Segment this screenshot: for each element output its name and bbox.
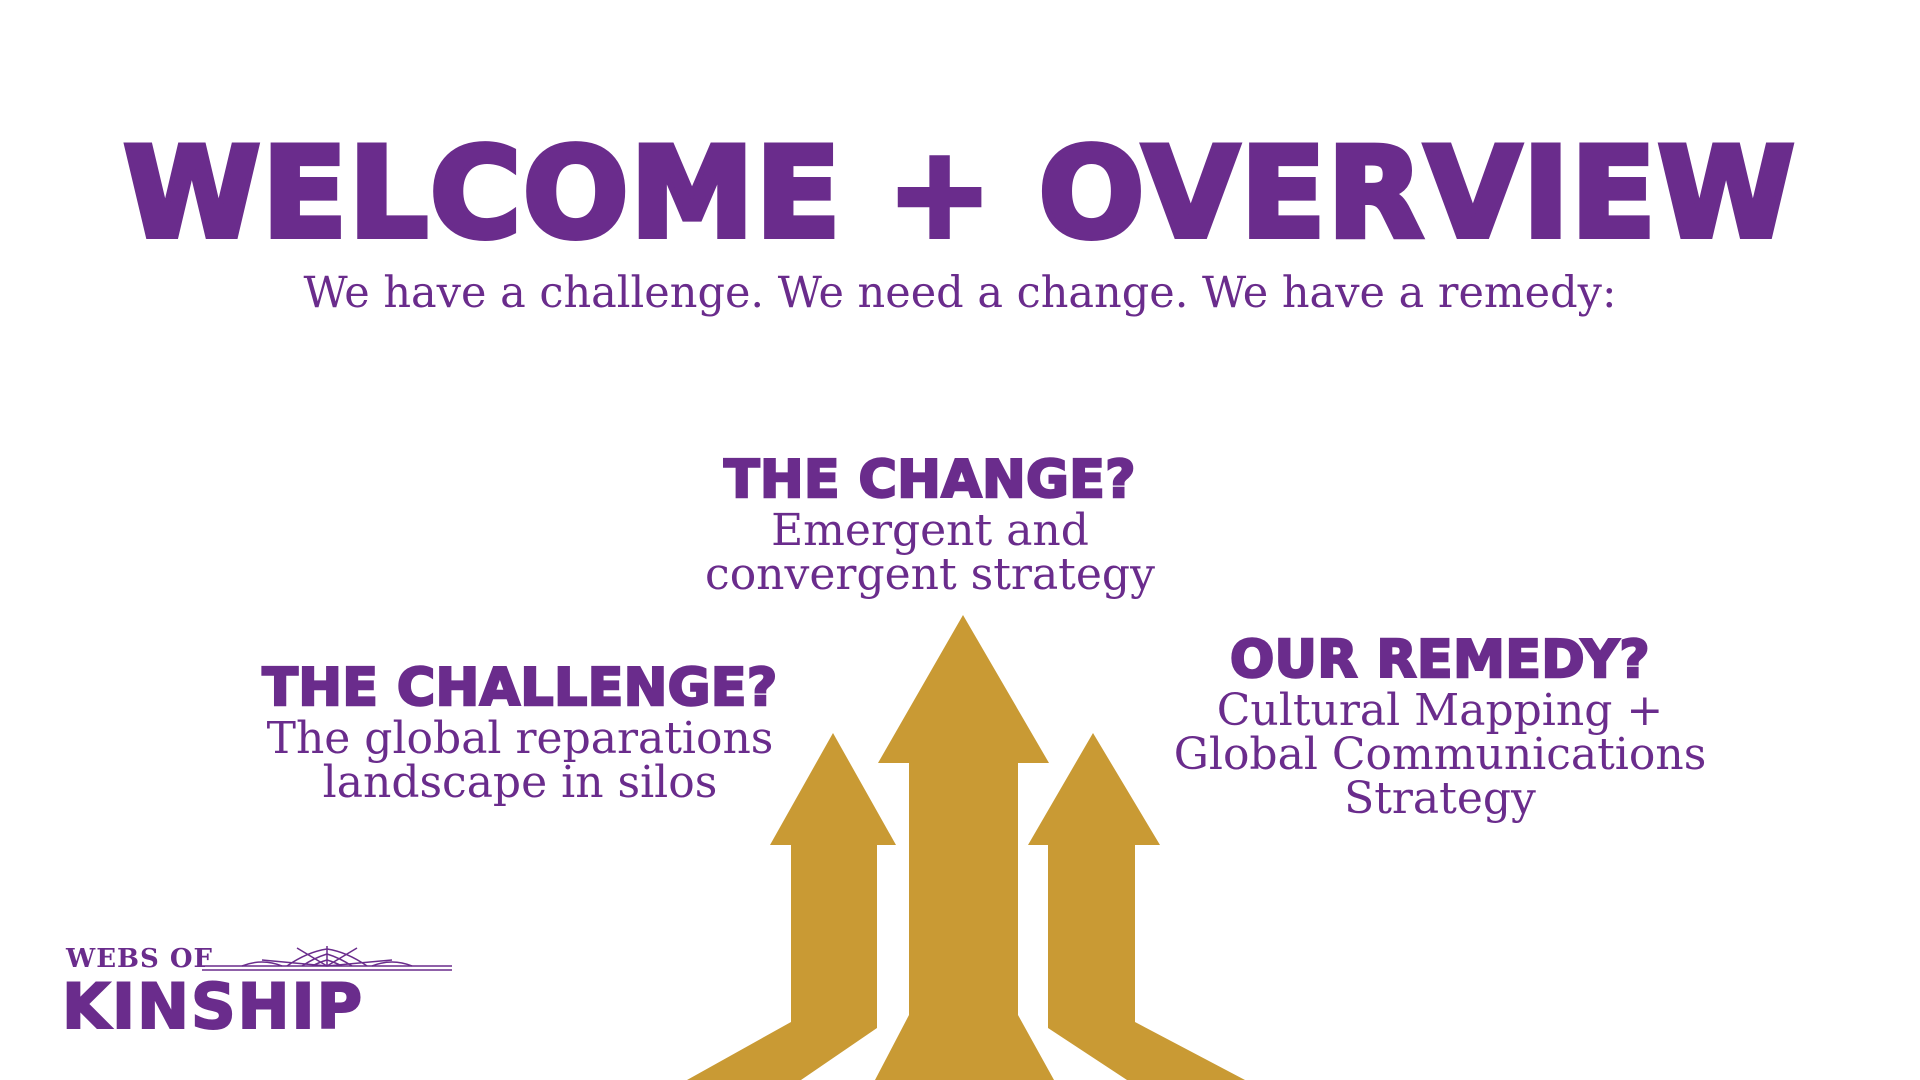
remedy-block: OUR REMEDY? Cultural Mapping + Global Co… [1150, 630, 1730, 825]
remedy-heading: OUR REMEDY? [1229, 630, 1651, 690]
challenge-heading: THE CHALLENGE? [261, 658, 778, 718]
slide-subtitle: We have a challenge. We need a change. W… [303, 268, 1617, 318]
logo-line1: WEBS OF [66, 944, 213, 974]
change-block: THE CHANGE? Emergent and convergent stra… [620, 450, 1240, 601]
logo-line2: KINSHIP [61, 970, 365, 1043]
change-body: Emergent and convergent strategy [705, 505, 1155, 601]
left-arrow-shape [687, 733, 896, 1080]
spider-web-icon [202, 946, 452, 971]
slide-title: WELCOME + OVERVIEW [120, 122, 1797, 266]
challenge-body: The global reparations landscape in silo… [266, 713, 774, 809]
change-heading: THE CHANGE? [723, 450, 1137, 510]
webs-of-kinship-logo: WEBS OF KINSHIP [61, 944, 452, 1046]
right-arrow-shape [1028, 733, 1245, 1080]
remedy-body: Cultural Mapping + Global Communications… [1173, 685, 1707, 825]
challenge-block: THE CHALLENGE? The global reparations la… [230, 658, 810, 809]
center-arrow-shape [875, 615, 1054, 1080]
